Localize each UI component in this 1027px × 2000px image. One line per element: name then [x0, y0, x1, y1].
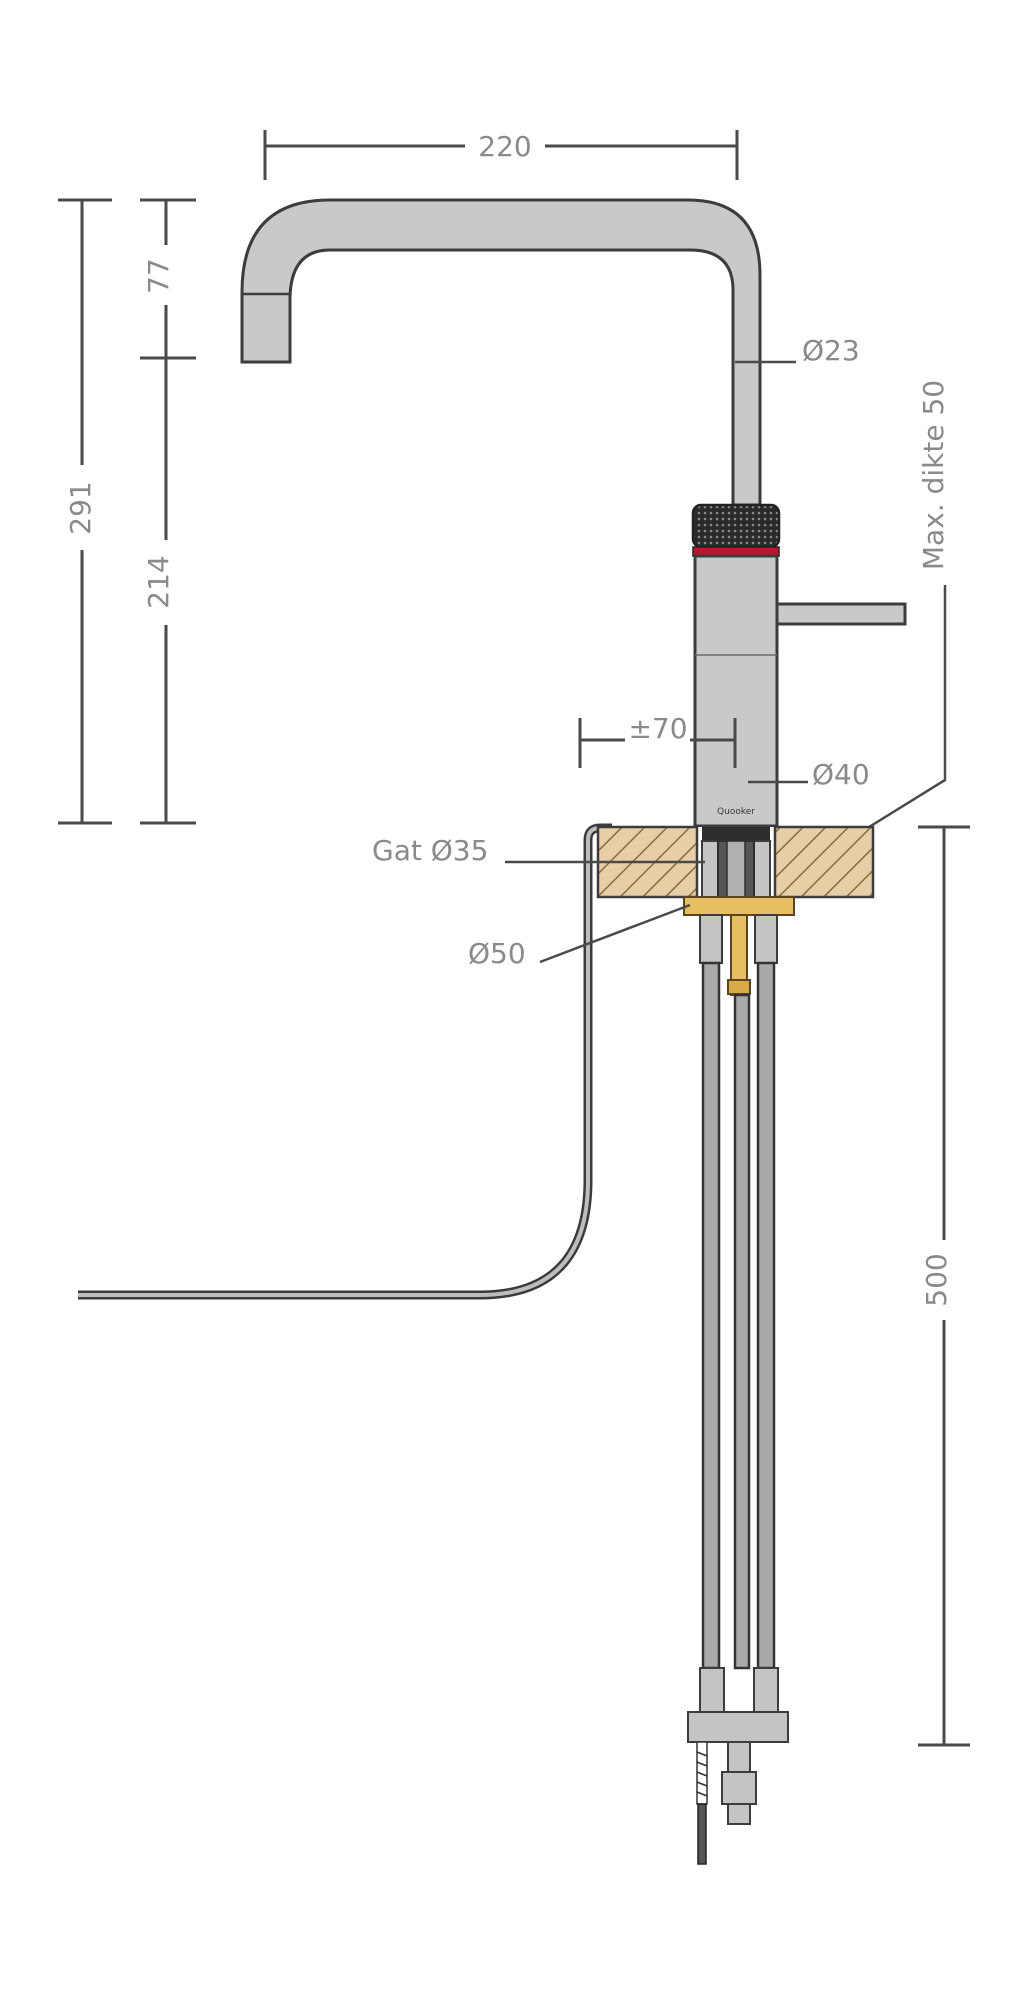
water-hoses	[701, 961, 776, 1670]
label-spout-width: 220	[478, 130, 531, 163]
label-total-height: 291	[64, 481, 97, 534]
label-hose-length: 500	[920, 1253, 953, 1306]
tap-body: Quooker	[693, 554, 779, 828]
dimension-hole-diameter: Gat Ø35	[372, 834, 705, 867]
dimension-total-height: 291	[58, 198, 112, 825]
knurled-control-ring	[691, 503, 781, 557]
dimension-max-thickness: Max. dikte 50	[839, 380, 950, 847]
label-spout-drop: 77	[142, 258, 175, 294]
dimension-spout-width: 220	[263, 130, 739, 180]
mounting-sleeve	[701, 827, 771, 898]
lower-hose-fittings	[687, 1667, 789, 1825]
label-flange-diameter: Ø50	[468, 937, 526, 970]
sensor-wire	[696, 1741, 708, 1865]
label-handle-offset: ±70	[628, 712, 687, 745]
dimension-body-diameter: Ø40	[748, 758, 870, 791]
label-body-height: 214	[142, 555, 175, 608]
electrical-cable	[78, 823, 612, 1300]
dimension-body-height: 214	[140, 358, 196, 825]
dimension-spout-drop: 77	[140, 198, 196, 360]
side-handle	[775, 602, 907, 626]
dimension-hose-length: 500	[918, 825, 970, 1747]
dimension-pipe-diameter: Ø23	[735, 334, 860, 367]
dimension-handle-offset: ±70	[578, 712, 737, 768]
dimension-flange-diameter: Ø50	[468, 903, 691, 970]
brand-label: Quooker	[717, 807, 755, 817]
tap-spout	[240, 198, 762, 507]
label-body-diameter: Ø40	[812, 758, 870, 791]
label-hole-diameter: Gat Ø35	[372, 834, 488, 867]
label-pipe-diameter: Ø23	[802, 334, 860, 367]
label-max-thickness: Max. dikte 50	[917, 380, 950, 570]
